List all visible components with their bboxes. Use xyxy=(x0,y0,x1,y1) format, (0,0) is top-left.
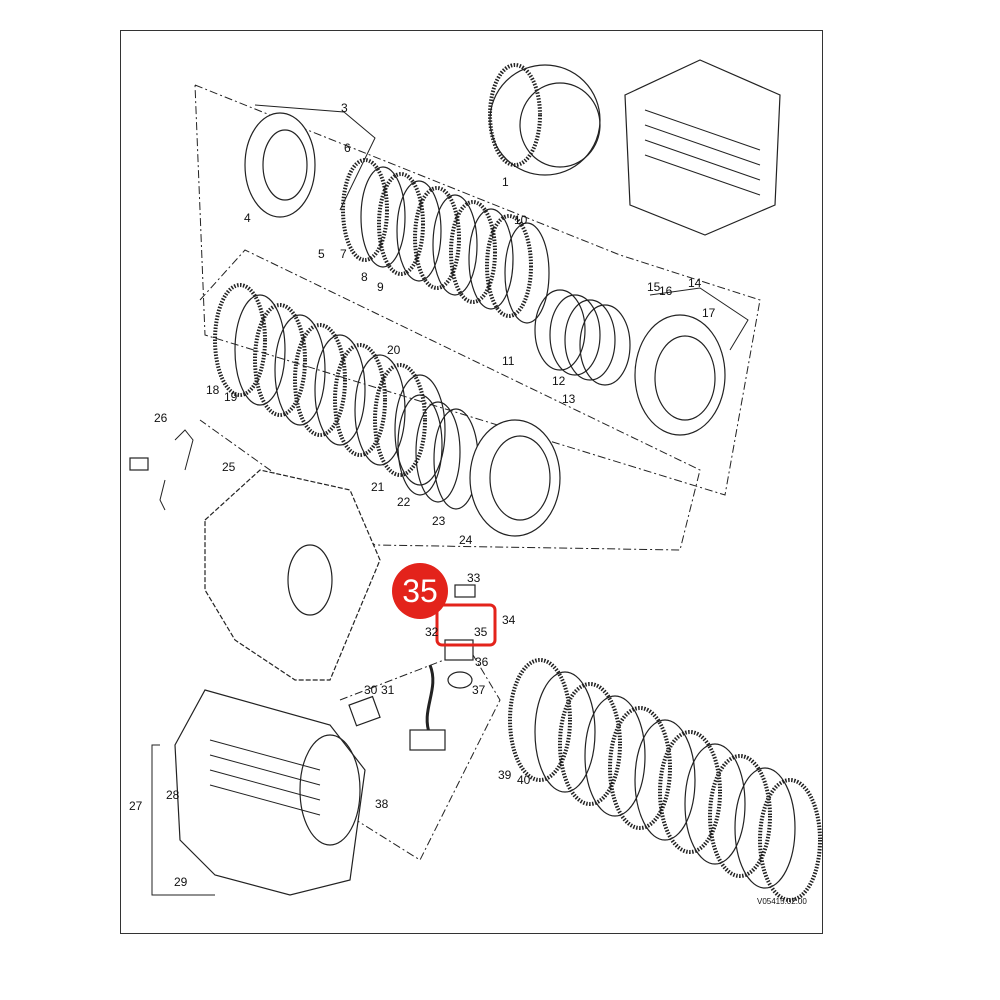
disc xyxy=(397,394,443,496)
part-label-40: 40 xyxy=(517,773,531,787)
piston-housing-17 xyxy=(634,314,726,436)
part-label-18: 18 xyxy=(206,383,220,397)
callout-label: 35 xyxy=(402,573,438,609)
disc xyxy=(485,214,533,318)
disc xyxy=(658,730,722,854)
disc xyxy=(579,304,631,386)
part-label-34: 34 xyxy=(502,613,516,627)
part-label-31: 31 xyxy=(381,683,395,697)
disc xyxy=(504,222,550,324)
part-label-7: 7 xyxy=(340,247,347,261)
upper-group-boundary xyxy=(194,84,761,496)
transmission-housing-front xyxy=(204,469,381,681)
part-label-16: 16 xyxy=(659,284,673,298)
part-label-1: 1 xyxy=(502,175,509,189)
disc xyxy=(468,208,514,310)
disc xyxy=(234,294,286,406)
disc xyxy=(534,671,596,793)
part-label-8: 8 xyxy=(361,270,368,284)
disc xyxy=(684,743,746,865)
disc xyxy=(558,682,622,806)
disc xyxy=(415,401,461,503)
part-label-20: 20 xyxy=(387,343,401,357)
part-label-35: 35 xyxy=(474,625,488,639)
part-label-5: 5 xyxy=(318,247,325,261)
disc xyxy=(213,283,267,397)
disc xyxy=(360,166,406,268)
disc xyxy=(584,695,646,817)
part-label-12: 12 xyxy=(552,374,566,388)
disc xyxy=(534,289,586,371)
disc xyxy=(564,299,616,381)
part-label-4: 4 xyxy=(244,211,251,225)
part-label-11: 11 xyxy=(502,354,515,368)
part-labels: 1 3 4 5 6 7 8 9 10 11 12 13 14 15 16 17 … xyxy=(129,101,716,889)
part-label-10: 10 xyxy=(514,213,528,227)
disc xyxy=(314,334,366,446)
disc xyxy=(758,778,822,902)
disc xyxy=(608,706,672,830)
disc xyxy=(293,323,347,437)
part-label-30: 30 xyxy=(364,683,378,697)
part-label-27: 27 xyxy=(129,799,143,813)
part-label-9: 9 xyxy=(377,280,384,294)
part-label-28: 28 xyxy=(166,788,180,802)
diagram-frame xyxy=(120,30,823,934)
callout-badge-35 xyxy=(392,563,448,619)
disc xyxy=(333,343,387,457)
lower-group-boundary xyxy=(339,649,501,861)
bracket-14 xyxy=(649,287,749,351)
brackets-25-26 xyxy=(129,429,194,511)
part-label-38: 38 xyxy=(375,797,389,811)
part-label-33: 33 xyxy=(467,571,481,585)
part-label-26: 26 xyxy=(154,411,168,425)
disc xyxy=(549,294,601,376)
part-label-37: 37 xyxy=(472,683,486,697)
disc xyxy=(413,186,461,290)
clutch-drum-1 xyxy=(488,63,601,176)
disc xyxy=(394,374,446,486)
part-label-25: 25 xyxy=(222,460,236,474)
bracket-3 xyxy=(254,104,376,211)
disc xyxy=(432,194,478,296)
part-label-22: 22 xyxy=(397,495,411,509)
part-label-24: 24 xyxy=(459,533,473,547)
disc xyxy=(377,172,425,276)
part-label-19: 19 xyxy=(224,390,238,404)
part-label-23: 23 xyxy=(432,514,446,528)
part-label-15: 15 xyxy=(647,280,661,294)
part-label-17: 17 xyxy=(702,306,716,320)
part-label-36: 36 xyxy=(475,655,489,669)
drawing-code: V05415.02.00 xyxy=(757,897,807,906)
part-label-39: 39 xyxy=(498,768,512,782)
disc xyxy=(734,767,796,889)
disc xyxy=(634,719,696,841)
part-label-21: 21 xyxy=(371,480,385,494)
disc xyxy=(449,200,497,304)
part-label-6: 6 xyxy=(344,141,351,155)
transmission-case-28 xyxy=(174,689,366,896)
disc xyxy=(354,354,406,466)
hub-24 xyxy=(469,419,561,537)
part-label-3: 3 xyxy=(341,101,348,115)
highlight-box-35 xyxy=(435,603,497,647)
part-label-13: 13 xyxy=(562,392,576,406)
disc xyxy=(396,180,442,282)
part-label-29: 29 xyxy=(174,875,188,889)
bracket-27 xyxy=(151,744,215,896)
upper-clutch-pack xyxy=(341,158,631,386)
transmission-housing-top xyxy=(624,59,781,236)
disc xyxy=(708,754,772,878)
part-label-14: 14 xyxy=(688,276,702,290)
cover-plate-4 xyxy=(244,112,316,218)
disc xyxy=(373,363,427,477)
disc xyxy=(341,158,389,262)
disc xyxy=(253,303,307,417)
disc xyxy=(274,314,326,426)
disc xyxy=(508,658,572,782)
friction-disc-stack xyxy=(508,658,822,902)
part-label-32: 32 xyxy=(425,625,439,639)
